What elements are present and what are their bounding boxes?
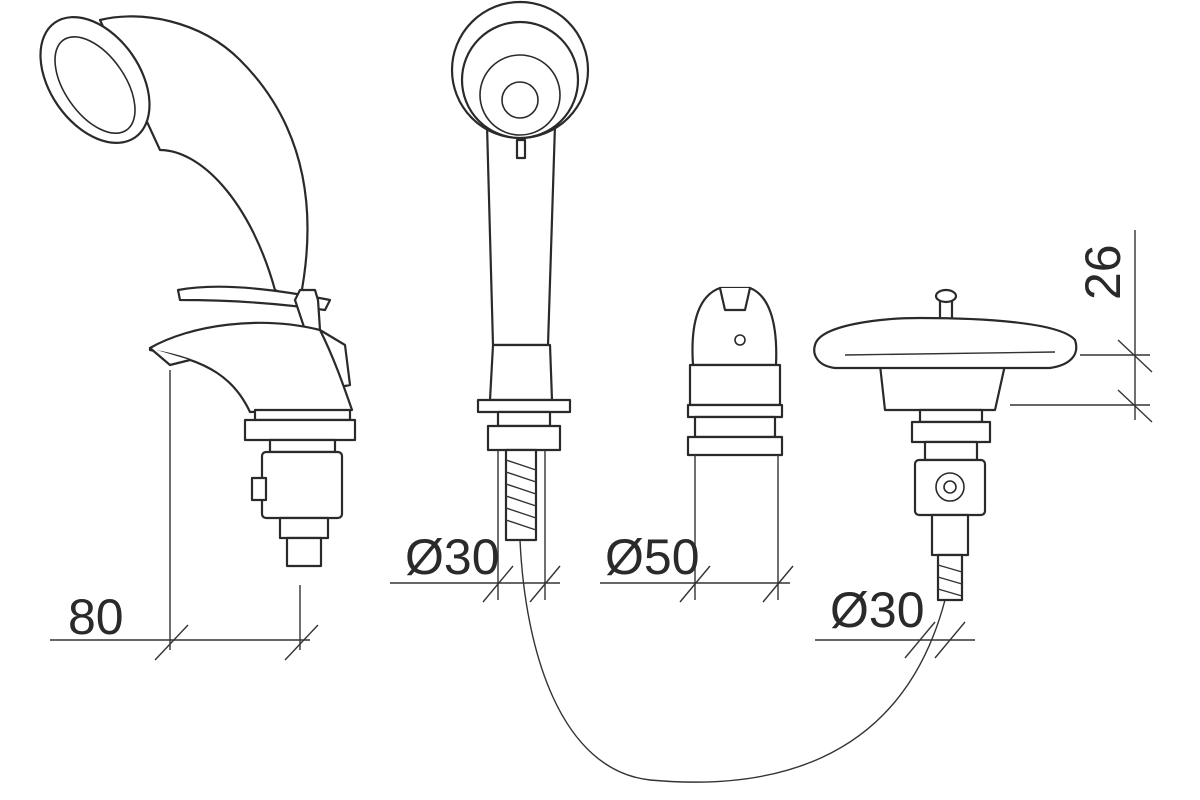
dimension-label-26: 26 [1075, 244, 1131, 300]
dimension-label-80: 80 [68, 589, 124, 645]
dimension-label-shower-diameter: Ø30 [405, 529, 500, 585]
hand-shower [390, 0, 946, 783]
dimension-label-spout-diameter: Ø30 [830, 582, 925, 638]
bath-spout [813, 230, 1153, 659]
control-valve [600, 286, 794, 603]
dimension-label-valve-diameter: Ø50 [605, 529, 700, 585]
mixer-with-hand-shower [39, 15, 357, 661]
